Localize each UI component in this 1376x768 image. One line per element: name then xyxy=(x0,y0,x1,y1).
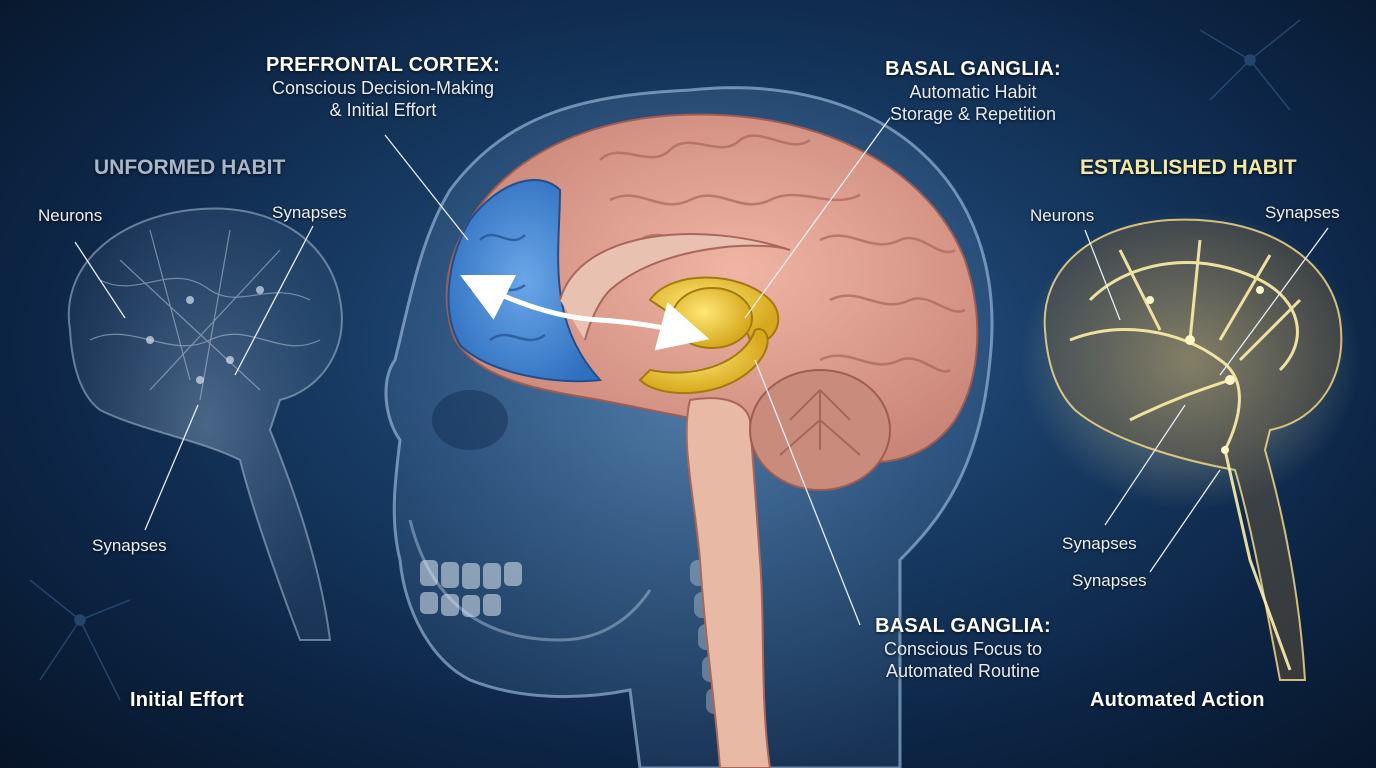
unformed-habit-title: UNFORMED HABIT xyxy=(94,156,286,179)
main-brain xyxy=(445,113,979,768)
prefrontal-cortex-callout: PREFRONTAL CORTEX: Conscious Decision-Ma… xyxy=(258,54,508,121)
prefrontal-line2: & Initial Effort xyxy=(329,100,437,120)
right-caption: Automated Action xyxy=(1090,689,1265,711)
leader-lines xyxy=(74,117,1329,626)
right-neurons-label: Neurons xyxy=(1030,206,1095,225)
left-synapses-bottom-label: Synapses xyxy=(92,536,167,555)
teeth xyxy=(420,560,522,617)
established-habit-title: ESTABLISHED HABIT xyxy=(1080,156,1297,179)
left-neurons-label: Neurons xyxy=(38,206,103,225)
background-neurons xyxy=(29,19,1301,701)
established-habit-brain xyxy=(1020,210,1360,681)
basal-top-line1: Automatic Habit xyxy=(909,82,1037,102)
left-caption: Initial Effort xyxy=(130,689,244,711)
basal-ganglia-bottom-callout: BASAL GANGLIA: Conscious Focus to Automa… xyxy=(848,615,1078,682)
right-synapses-bottom-label: Synapses xyxy=(1072,571,1147,590)
unformed-habit-brain xyxy=(67,207,343,641)
basal-ganglia-top-callout: BASAL GANGLIA: Automatic Habit Storage &… xyxy=(858,58,1088,125)
basal-bottom-line2: Automated Routine xyxy=(885,661,1041,681)
left-synapses-top-label: Synapses xyxy=(272,203,347,222)
basal-top-title: BASAL GANGLIA: xyxy=(885,58,1061,80)
prefrontal-line1: Conscious Decision-Making xyxy=(271,78,495,98)
right-synapses-top-label: Synapses xyxy=(1265,203,1340,222)
basal-top-line2: Storage & Repetition xyxy=(889,104,1057,124)
prefrontal-title: PREFRONTAL CORTEX: xyxy=(266,54,500,76)
basal-bottom-line1: Conscious Focus to xyxy=(883,639,1043,659)
basal-bottom-title: BASAL GANGLIA: xyxy=(875,615,1051,637)
right-synapses-mid-label: Synapses xyxy=(1062,534,1137,553)
